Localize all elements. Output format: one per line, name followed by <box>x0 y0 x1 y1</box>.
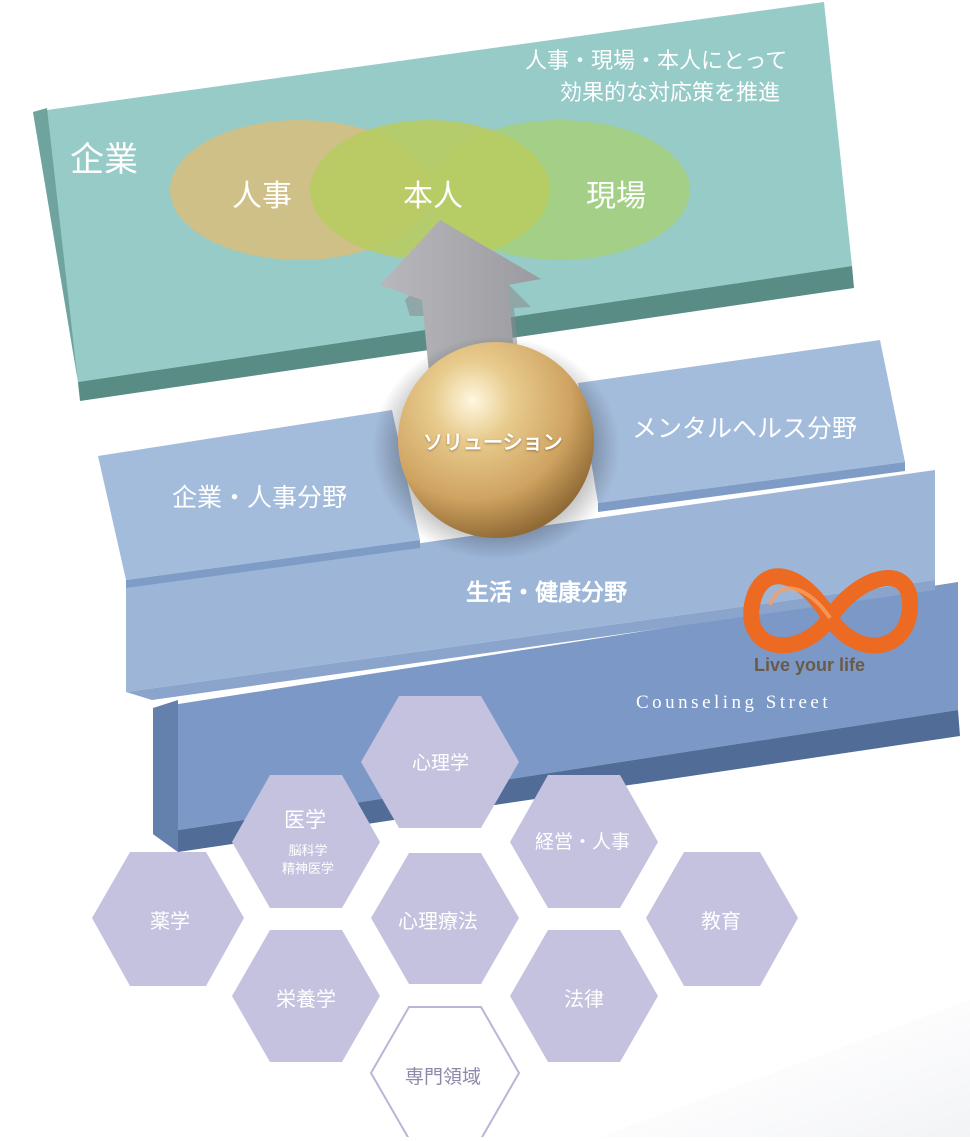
hex-label: 心理学 <box>412 752 470 774</box>
hex-label: 栄養学 <box>276 987 336 1011</box>
hex-label: 専門領域 <box>405 1066 482 1088</box>
hex-pharmacy <box>92 852 244 986</box>
hex-label: 心理療法 <box>398 909 478 933</box>
base-left-side <box>153 700 178 852</box>
sphere-body <box>398 342 594 538</box>
floor-reflection <box>600 1000 970 1137</box>
middle-layer <box>98 340 935 700</box>
venn-field-label: 現場 <box>586 179 646 214</box>
hex-sublabel: 脳科学 精神医学 <box>281 844 334 877</box>
venn-self-circle <box>310 120 550 260</box>
hex-label: 法律 <box>564 987 604 1011</box>
mental-health-block-edge <box>598 462 905 512</box>
hex-label: 薬学 <box>150 909 190 933</box>
logo-infinity <box>743 568 918 654</box>
corp-hr-block-edge <box>126 540 420 588</box>
hex-education <box>646 852 798 986</box>
solution-label: ソリューション <box>423 430 563 454</box>
life-health-band-edge <box>126 580 935 700</box>
mental-health-block <box>578 340 905 503</box>
logo-tagline: Live your life <box>754 655 866 675</box>
base-face <box>153 582 958 834</box>
hex-nutrition <box>232 930 380 1062</box>
hex-psychology <box>361 696 519 828</box>
logo-brand: Counseling Street <box>636 692 832 713</box>
tagline-line1: 人事・現場・本人にとって <box>525 49 788 74</box>
hex-psychotherapy <box>371 853 519 984</box>
venn-hr-label: 人事 <box>232 179 292 214</box>
hex-management-hr <box>510 775 658 908</box>
tagline-line2: 効果的な対応策を推進 <box>560 81 781 106</box>
venn-self-label: 本人 <box>403 179 463 214</box>
hex-law <box>510 930 658 1062</box>
mental-health-field-label: メンタルヘルス分野 <box>632 414 858 443</box>
life-health-field-label: 生活・健康分野 <box>466 580 627 606</box>
corp-hr-field-label: 企業・人事分野 <box>172 483 348 512</box>
corp-hr-block <box>98 410 420 580</box>
solution-sphere <box>372 336 620 560</box>
hex-label: 教育 <box>701 909 741 933</box>
hex-label: 経営・人事 <box>535 831 631 853</box>
hex-grid <box>92 696 798 1140</box>
hex-medicine <box>232 775 380 908</box>
life-health-band <box>126 470 935 692</box>
company-label: 企業 <box>70 140 138 180</box>
company-left-side <box>33 108 80 401</box>
hex-label: 医学 <box>284 808 326 832</box>
